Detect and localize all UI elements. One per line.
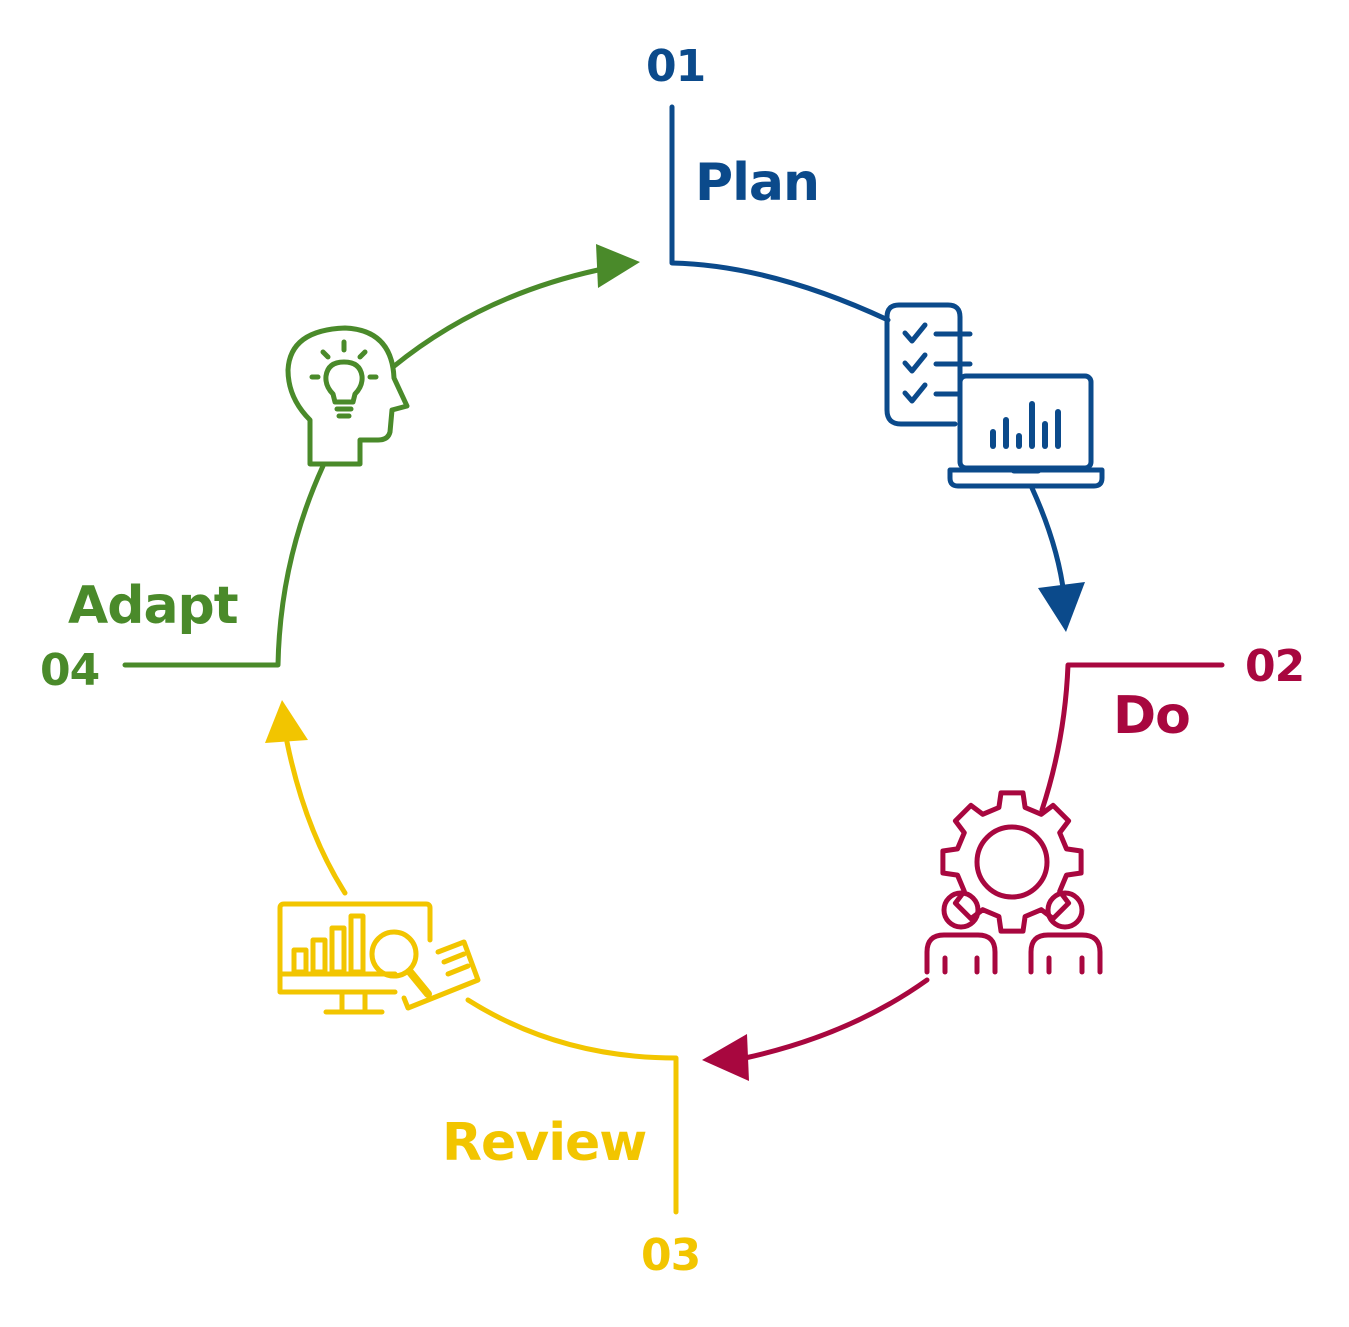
stage-label-plan: Plan [695,153,820,213]
checklist-laptop-icon [884,302,1105,489]
do-arc [742,977,930,1061]
do-leader-line [1039,662,1225,813]
plan-leader-line [669,104,891,323]
stage-number-plan: 01 [646,41,706,92]
adapt-leader-line [122,463,326,668]
plan-segment [669,104,1067,598]
do-segment [742,662,1225,1061]
adapt-arc [390,267,601,370]
plan-arc [1029,485,1067,598]
stage-label-do: Do [1113,686,1191,746]
stage-label-adapt: Adapt [68,576,239,636]
stage-label-review: Review [442,1113,647,1173]
monitor-analysis-icon [277,901,481,1015]
review-arc [284,739,348,896]
review-leader-line [465,997,679,1215]
review-arrowhead [265,700,308,743]
adapt-arrowhead [596,244,640,288]
head-lightbulb-icon [285,325,410,467]
gear-team-icon [924,790,1103,975]
stage-number-do: 02 [1245,641,1305,692]
do-arrowhead [702,1034,749,1081]
adapt-segment [122,267,601,668]
stage-number-adapt: 04 [40,645,100,696]
stage-number-review: 03 [641,1230,701,1281]
plan-arrowhead [1038,582,1085,632]
review-segment [284,739,679,1215]
